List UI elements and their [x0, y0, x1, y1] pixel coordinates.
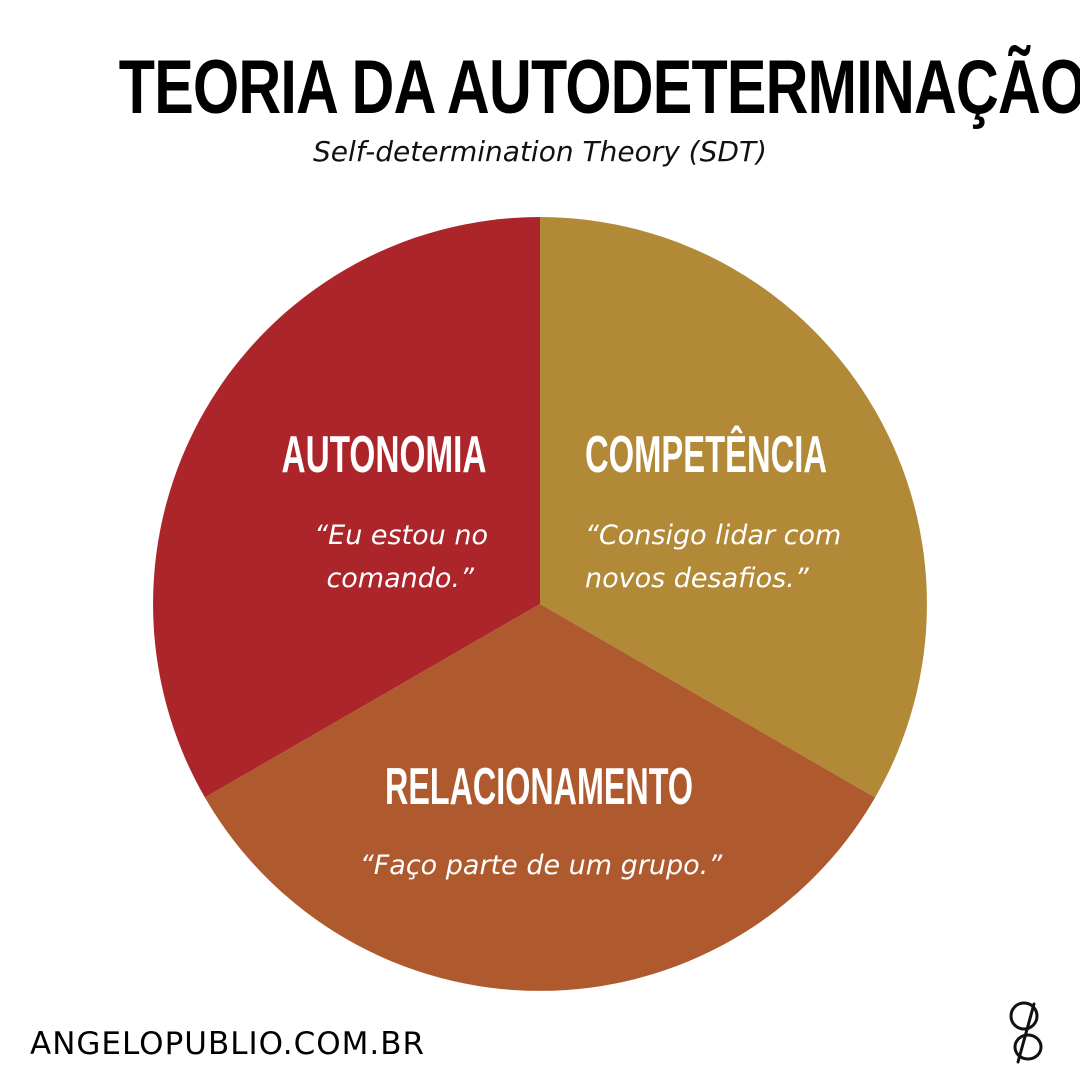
segment-label-competencia: COMPETÊNCIA: [585, 425, 827, 484]
segment-quote-competencia-line2: novos desafios.”: [585, 563, 810, 594]
segment-competencia: [540, 217, 927, 798]
segment-quote-autonomia-line1: “Eu estou no: [314, 520, 488, 551]
website-link[interactable]: ANGELOPUBLIO.COM.BR: [30, 1026, 426, 1062]
segment-label-autonomia: AUTONOMIA: [282, 426, 487, 484]
segment-relacionamento: [204, 604, 876, 991]
segment-autonomia: [153, 217, 540, 798]
page-title: TEORIA DA AUTODETERMINAÇÃO: [118, 45, 1080, 130]
segment-quote-competencia-line1: “Consigo lidar com: [585, 520, 841, 551]
segment-quote-relacionamento: “Faço parte de um grupo.”: [360, 850, 723, 881]
segment-quote-autonomia-line2: comando.”: [326, 563, 475, 594]
page-subtitle: Self-determination Theory (SDT): [313, 135, 767, 168]
segment-label-relacionamento: RELACIONAMENTO: [385, 758, 693, 816]
ap-monogram-icon: [1009, 1001, 1043, 1064]
